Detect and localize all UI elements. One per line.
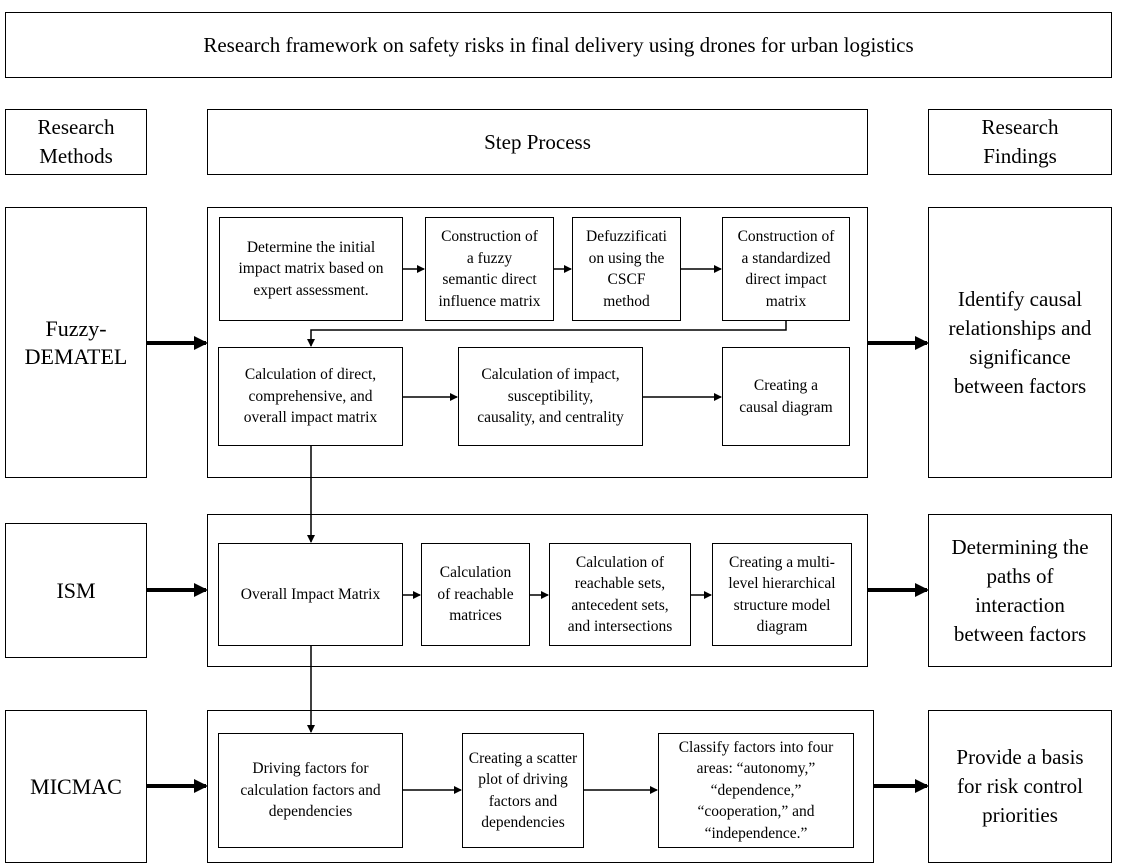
step-classify-factors: Classify factors into four areas: “auton…	[658, 733, 854, 848]
step-reachable-matrices: Calculation of reachable matrices	[421, 543, 530, 646]
method-label: Fuzzy- DEMATEL	[24, 315, 128, 369]
findings-header-box: Research Findings	[928, 109, 1112, 175]
methods-header: Research Methods	[37, 115, 115, 168]
findings-header: Research Findings	[981, 115, 1059, 168]
method-ism: ISM	[5, 523, 147, 658]
methods-header-box: Research Methods	[5, 109, 147, 175]
step-label: Construction of a fuzzy semantic direct …	[438, 228, 541, 310]
step-label: Calculation of reachable sets, anteceden…	[567, 553, 673, 636]
step-label: Overall Impact Matrix	[240, 585, 381, 603]
arrow-elbow-row1-to-row2	[307, 321, 787, 347]
finding-micmac: Provide a basis for risk control priorit…	[928, 710, 1112, 863]
step-scatter-plot: Creating a scatter plot of driving facto…	[462, 733, 584, 848]
step-label: Construction of a standardized direct im…	[737, 228, 835, 310]
framework-title-box: Research framework on safety risks in fi…	[5, 12, 1112, 78]
step-label: Calculation of reachable matrices	[437, 564, 514, 625]
method-label: ISM	[56, 577, 96, 603]
step-standardized-matrix: Construction of a standardized direct im…	[722, 217, 850, 321]
step-label: Creating a scatter plot of driving facto…	[468, 749, 578, 832]
process-header: Step Process	[484, 129, 591, 154]
step-label: Calculation of direct, comprehensive, an…	[243, 366, 378, 427]
step-hierarchical-model: Creating a multi- level hierarchical str…	[712, 543, 852, 646]
step-driving-factors: Driving factors for calculation factors …	[218, 733, 403, 848]
step-label: Creating a causal diagram	[739, 377, 833, 416]
step-label: Driving factors for calculation factors …	[240, 760, 381, 821]
finding-label: Identify causal relationships and signif…	[948, 286, 1092, 398]
step-label: Creating a multi- level hierarchical str…	[728, 553, 836, 636]
finding-label: Determining the paths of interaction bet…	[951, 534, 1089, 646]
step-overall-impact-matrix: Overall Impact Matrix	[218, 543, 403, 646]
finding-ism: Determining the paths of interaction bet…	[928, 514, 1112, 667]
step-initial-impact-matrix: Determine the initial impact matrix base…	[219, 217, 403, 321]
step-label: Calculation of impact, susceptibility, c…	[477, 366, 624, 427]
step-label: Determine the initial impact matrix base…	[238, 238, 384, 299]
step-centrality-calculation: Calculation of impact, susceptibility, c…	[458, 347, 643, 446]
method-label: MICMAC	[30, 773, 122, 799]
method-fuzzy-dematel: Fuzzy- DEMATEL	[5, 207, 147, 478]
finding-label: Provide a basis for risk control priorit…	[956, 745, 1084, 827]
step-label: Defuzzificati on using the CSCF method	[586, 228, 667, 310]
step-defuzzification: Defuzzificati on using the CSCF method	[572, 217, 681, 321]
step-fuzzy-semantic-matrix: Construction of a fuzzy semantic direct …	[425, 217, 554, 321]
step-reachable-sets: Calculation of reachable sets, anteceden…	[549, 543, 691, 646]
step-causal-diagram: Creating a causal diagram	[722, 347, 850, 446]
step-label: Classify factors into four areas: “auton…	[678, 738, 834, 842]
method-micmac: MICMAC	[5, 710, 147, 863]
step-overall-impact-calculation: Calculation of direct, comprehensive, an…	[218, 347, 403, 446]
framework-title: Research framework on safety risks in fi…	[203, 32, 914, 57]
process-header-box: Step Process	[207, 109, 868, 175]
finding-fuzzy-dematel: Identify causal relationships and signif…	[928, 207, 1112, 478]
